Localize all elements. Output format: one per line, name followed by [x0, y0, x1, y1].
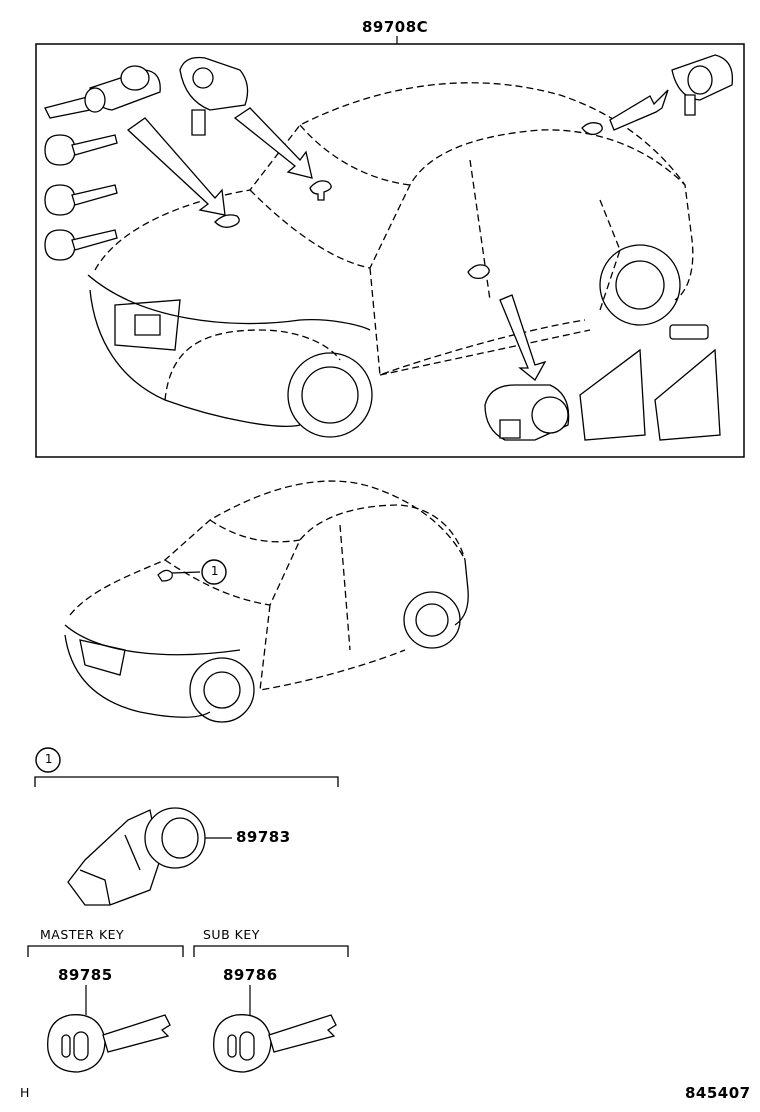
- group-bracket: [34, 776, 339, 787]
- part-number-ignition-cylinder: 89783: [236, 828, 291, 846]
- glovebox-mark-icon: [309, 180, 332, 201]
- set-frame: [35, 43, 745, 458]
- lock-cylinder-icon: [67, 807, 206, 906]
- part-number-master-key: 89785: [58, 966, 113, 984]
- ignition-mark-icon: [157, 569, 173, 582]
- footer-left-code: H: [20, 1085, 30, 1100]
- door-mark-icon: [467, 264, 490, 280]
- illustration-number: 845407: [685, 1084, 751, 1102]
- set-part-number: 89708C: [362, 18, 429, 36]
- middle-car-outline: [64, 480, 469, 723]
- hatch-lock-icon: [671, 54, 734, 116]
- top-car-outline: [87, 82, 694, 438]
- part-number-sub-key: 89786: [223, 966, 278, 984]
- door-lock-icon: [484, 384, 570, 441]
- glovebox-lock-icon: [179, 56, 249, 136]
- ignition-cylinder-icon: [44, 65, 161, 119]
- master-key-bracket: [27, 945, 184, 957]
- sub-key-label: SUB KEY: [203, 927, 260, 942]
- key-icon: [44, 134, 118, 261]
- master-key-icon: [47, 1014, 171, 1073]
- label-plates-icon: [579, 324, 721, 441]
- callout-circle-bracket: [35, 747, 61, 773]
- callout-number-bracket: 1: [44, 752, 54, 766]
- ignition-mark-icon: [214, 214, 240, 228]
- callout-number: 1: [210, 564, 220, 578]
- callout-circle: [201, 559, 227, 585]
- master-key-label: MASTER KEY: [40, 927, 125, 942]
- sub-key-bracket: [193, 945, 349, 957]
- hatch-mark-icon: [581, 122, 603, 136]
- sub-key-icon: [213, 1014, 337, 1073]
- arrow-icon: [126, 89, 669, 381]
